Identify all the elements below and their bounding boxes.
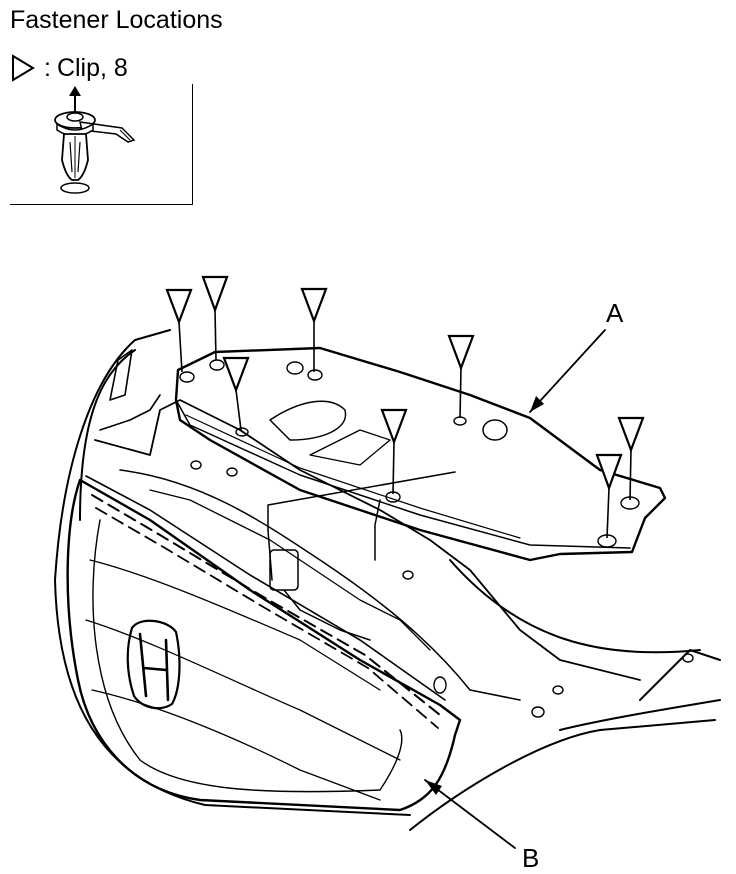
fender-curve xyxy=(409,719,716,831)
grille-slat-1 xyxy=(89,559,381,691)
left-bracket xyxy=(109,349,133,401)
clip-marker-7 xyxy=(617,416,645,454)
support-frame xyxy=(94,399,641,681)
support-frame-top xyxy=(99,394,161,431)
body-edge xyxy=(639,649,721,701)
engine-cover-ridge-2 xyxy=(309,429,391,466)
grille-dashes-2 xyxy=(95,507,439,729)
h-emblem xyxy=(126,619,181,710)
grille-dashes xyxy=(91,494,441,716)
fender-line xyxy=(559,699,721,731)
clip-marker-8 xyxy=(595,453,623,492)
engine-cover-ridge xyxy=(269,400,347,441)
grille-top-strip xyxy=(85,475,446,701)
hood-edge-right xyxy=(449,559,701,654)
grille-B xyxy=(66,478,462,812)
inner-parts xyxy=(149,489,431,651)
bumper-inner-line xyxy=(79,349,136,521)
clip-marker-6 xyxy=(380,408,408,446)
clip-marker-1 xyxy=(165,288,193,326)
clip-marker-3 xyxy=(300,287,328,325)
clip-marker-5 xyxy=(222,356,250,394)
clip-marker-2 xyxy=(201,275,229,314)
clip-icon xyxy=(54,86,136,194)
engine-cover-lip xyxy=(175,399,631,549)
support-frame-inner xyxy=(119,469,521,701)
grille-inner xyxy=(92,519,403,793)
legend-separator: : xyxy=(44,54,51,82)
grille-slat-3 xyxy=(91,689,381,801)
callout-b: B xyxy=(522,843,540,873)
fastener-legend: : Clip, 8 xyxy=(10,52,128,84)
bumper-outline xyxy=(54,329,171,581)
clip-marker-4 xyxy=(447,334,475,372)
callout-a: A xyxy=(606,298,624,328)
bumper-front-edge xyxy=(54,579,411,816)
clip-detail-inset xyxy=(10,84,193,205)
legend-text: Clip, 8 xyxy=(56,54,128,82)
triangle-pointer-icon xyxy=(12,54,35,82)
grille-slat-2 xyxy=(85,619,401,761)
page-title: Fastener Locations xyxy=(10,6,223,34)
engine-cover-A xyxy=(174,346,667,562)
engine-cover-edge xyxy=(185,414,521,539)
